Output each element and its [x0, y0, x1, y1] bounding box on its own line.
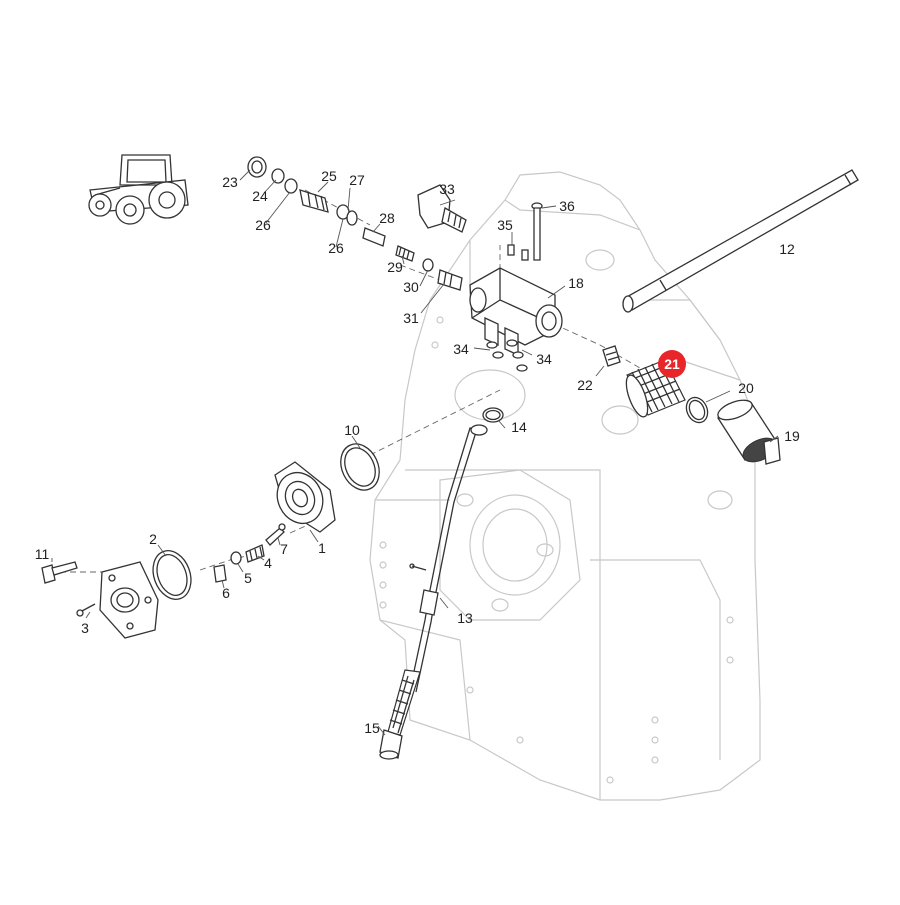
- part-35-screws: [507, 244, 529, 261]
- callout-2: 2: [149, 531, 157, 547]
- callout-14: 14: [511, 419, 527, 435]
- callout-21-highlighted: 21: [658, 350, 686, 378]
- callout-28: 28: [379, 210, 395, 226]
- callout-12: 12: [779, 241, 795, 257]
- part-20-o-ring: [685, 396, 709, 424]
- callout-22: 22: [577, 377, 593, 393]
- callout-18: 18: [568, 275, 584, 291]
- part-1-housing: [274, 461, 336, 533]
- tractor-thumbnail: [88, 154, 189, 225]
- callout-20: 20: [738, 380, 754, 396]
- part-10-o-ring: [340, 443, 380, 491]
- callout-30: 30: [403, 279, 419, 295]
- callout-7: 7: [280, 541, 288, 557]
- part-15-dipstick: [379, 669, 421, 760]
- part-27-ring: [346, 210, 358, 226]
- leader-lines: [51, 169, 779, 736]
- callout-11: 11: [34, 546, 50, 562]
- part-29-spring: [395, 245, 415, 262]
- callout-4: 4: [264, 555, 272, 571]
- part-23-cap: [247, 156, 267, 178]
- part-34-washers: [486, 339, 528, 372]
- parts-4-to-7: [213, 523, 286, 583]
- callout-19: 19: [784, 428, 800, 444]
- part-3-screw: [76, 603, 96, 617]
- callout-36: 36: [559, 198, 575, 214]
- part-14-o-ring: [482, 407, 504, 423]
- part-28-fitting: [362, 227, 386, 247]
- callout-13: 13: [457, 610, 473, 626]
- callout-29: 29: [387, 259, 403, 275]
- part-2-o-ring: [152, 550, 192, 600]
- callout-15: 15: [364, 720, 380, 736]
- callout-23: 23: [222, 174, 238, 190]
- callout-26-right: 26: [328, 240, 344, 256]
- part-30-ring: [422, 258, 434, 272]
- part-19-filter-cap: [717, 399, 781, 465]
- part-13-dipstick-tube: [409, 424, 488, 693]
- part-22-fitting: [602, 345, 621, 367]
- parts-24-26-rings: [271, 168, 350, 220]
- part-31-fitting: [437, 269, 463, 291]
- part-12-shaft: [622, 169, 859, 313]
- callout-25: 25: [321, 168, 337, 184]
- callout-35: 35: [497, 217, 513, 233]
- callout-31: 31: [403, 310, 419, 326]
- callout-10: 10: [344, 422, 360, 438]
- callout-24: 24: [252, 188, 268, 204]
- assembly-lines: [60, 189, 641, 573]
- part-33-solenoid: [417, 184, 467, 233]
- callout-3: 3: [81, 620, 89, 636]
- part-25-valve: [299, 189, 329, 213]
- callout-5: 5: [244, 570, 252, 586]
- callout-34-left: 34: [453, 341, 469, 357]
- part-2-cover-plate: [99, 561, 159, 639]
- callout-27: 27: [349, 172, 365, 188]
- callout-1: 1: [318, 540, 326, 556]
- callout-33: 33: [439, 181, 455, 197]
- callout-34-right: 34: [536, 351, 552, 367]
- part-11-bolt: [41, 561, 78, 584]
- callout-26-left: 26: [255, 217, 271, 233]
- callout-6: 6: [222, 585, 230, 601]
- part-36-bolt: [531, 202, 543, 261]
